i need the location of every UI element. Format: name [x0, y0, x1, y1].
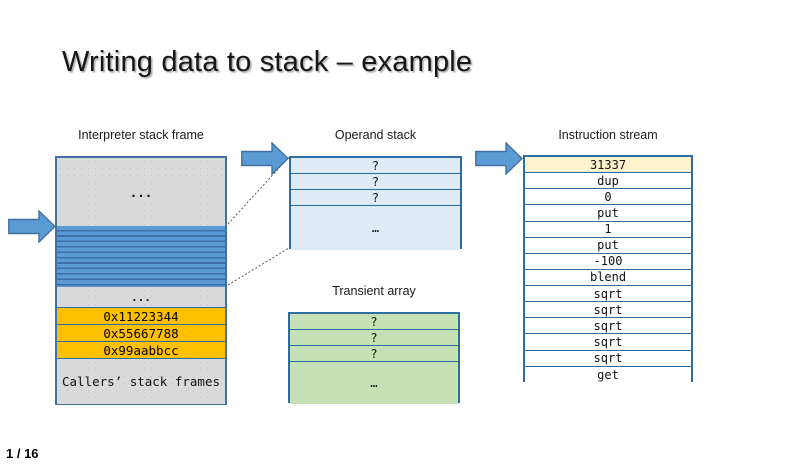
- instruction-row-highlighted: 31337: [525, 157, 691, 174]
- instruction-row: put: [525, 237, 691, 254]
- instruction-row: dup: [525, 173, 691, 190]
- instruction-row: sqrt: [525, 334, 691, 351]
- instruction-stream-table: 31337 dup 0 put 1 put -100 blend sqrt sq…: [523, 155, 693, 383]
- transient-row: ?: [290, 346, 458, 362]
- instruction-row: sqrt: [525, 286, 691, 303]
- operand-pointer-arrow-icon: [241, 142, 289, 175]
- instruction-stream-label: Instruction stream: [558, 128, 658, 142]
- instruction-row: sqrt: [525, 302, 691, 319]
- operand-ellipsis-row: …: [291, 206, 460, 250]
- operand-stack-label: Operand stack: [334, 128, 417, 142]
- operand-row: ?: [291, 174, 460, 190]
- transient-row: ?: [290, 314, 458, 330]
- transient-ellipsis-row: …: [290, 362, 458, 404]
- stack-pointer-arrow-icon: [8, 210, 56, 243]
- instruction-row: 0: [525, 189, 691, 206]
- callers-frames-label: Callers’ stack frames: [57, 359, 225, 404]
- instruction-row: 1: [525, 221, 691, 238]
- instruction-row: -100: [525, 253, 691, 270]
- transient-array-table: ? ? ? …: [288, 312, 460, 404]
- stack-write-region: [57, 226, 225, 287]
- instruction-pointer-arrow-icon: [475, 142, 523, 175]
- instruction-row: get: [525, 366, 691, 383]
- stack-value-row: 0x11223344: [57, 308, 225, 325]
- stack-value-row: 0x99aabbcc: [57, 342, 225, 359]
- interpreter-stack-frame: ... ... 0x11223344 0x55667788 0x99aabbcc…: [55, 156, 227, 405]
- operand-stack-table: ? ? ? …: [289, 156, 462, 250]
- page-indicator: 1 / 16: [6, 446, 39, 461]
- stack-top-ellipsis: ...: [57, 158, 225, 226]
- instruction-row: sqrt: [525, 318, 691, 335]
- stack-value-row: 0x55667788: [57, 325, 225, 342]
- operand-row: ?: [291, 158, 460, 174]
- transient-array-label: Transient array: [332, 284, 416, 298]
- operand-row: ?: [291, 190, 460, 206]
- instruction-row: blend: [525, 269, 691, 286]
- stack-mid-ellipsis: ...: [57, 287, 225, 308]
- interpreter-frame-label: Interpreter stack frame: [78, 128, 204, 142]
- instruction-row: put: [525, 205, 691, 222]
- instruction-row: sqrt: [525, 350, 691, 367]
- transient-row: ?: [290, 330, 458, 346]
- page-title: Writing data to stack – example: [62, 46, 473, 78]
